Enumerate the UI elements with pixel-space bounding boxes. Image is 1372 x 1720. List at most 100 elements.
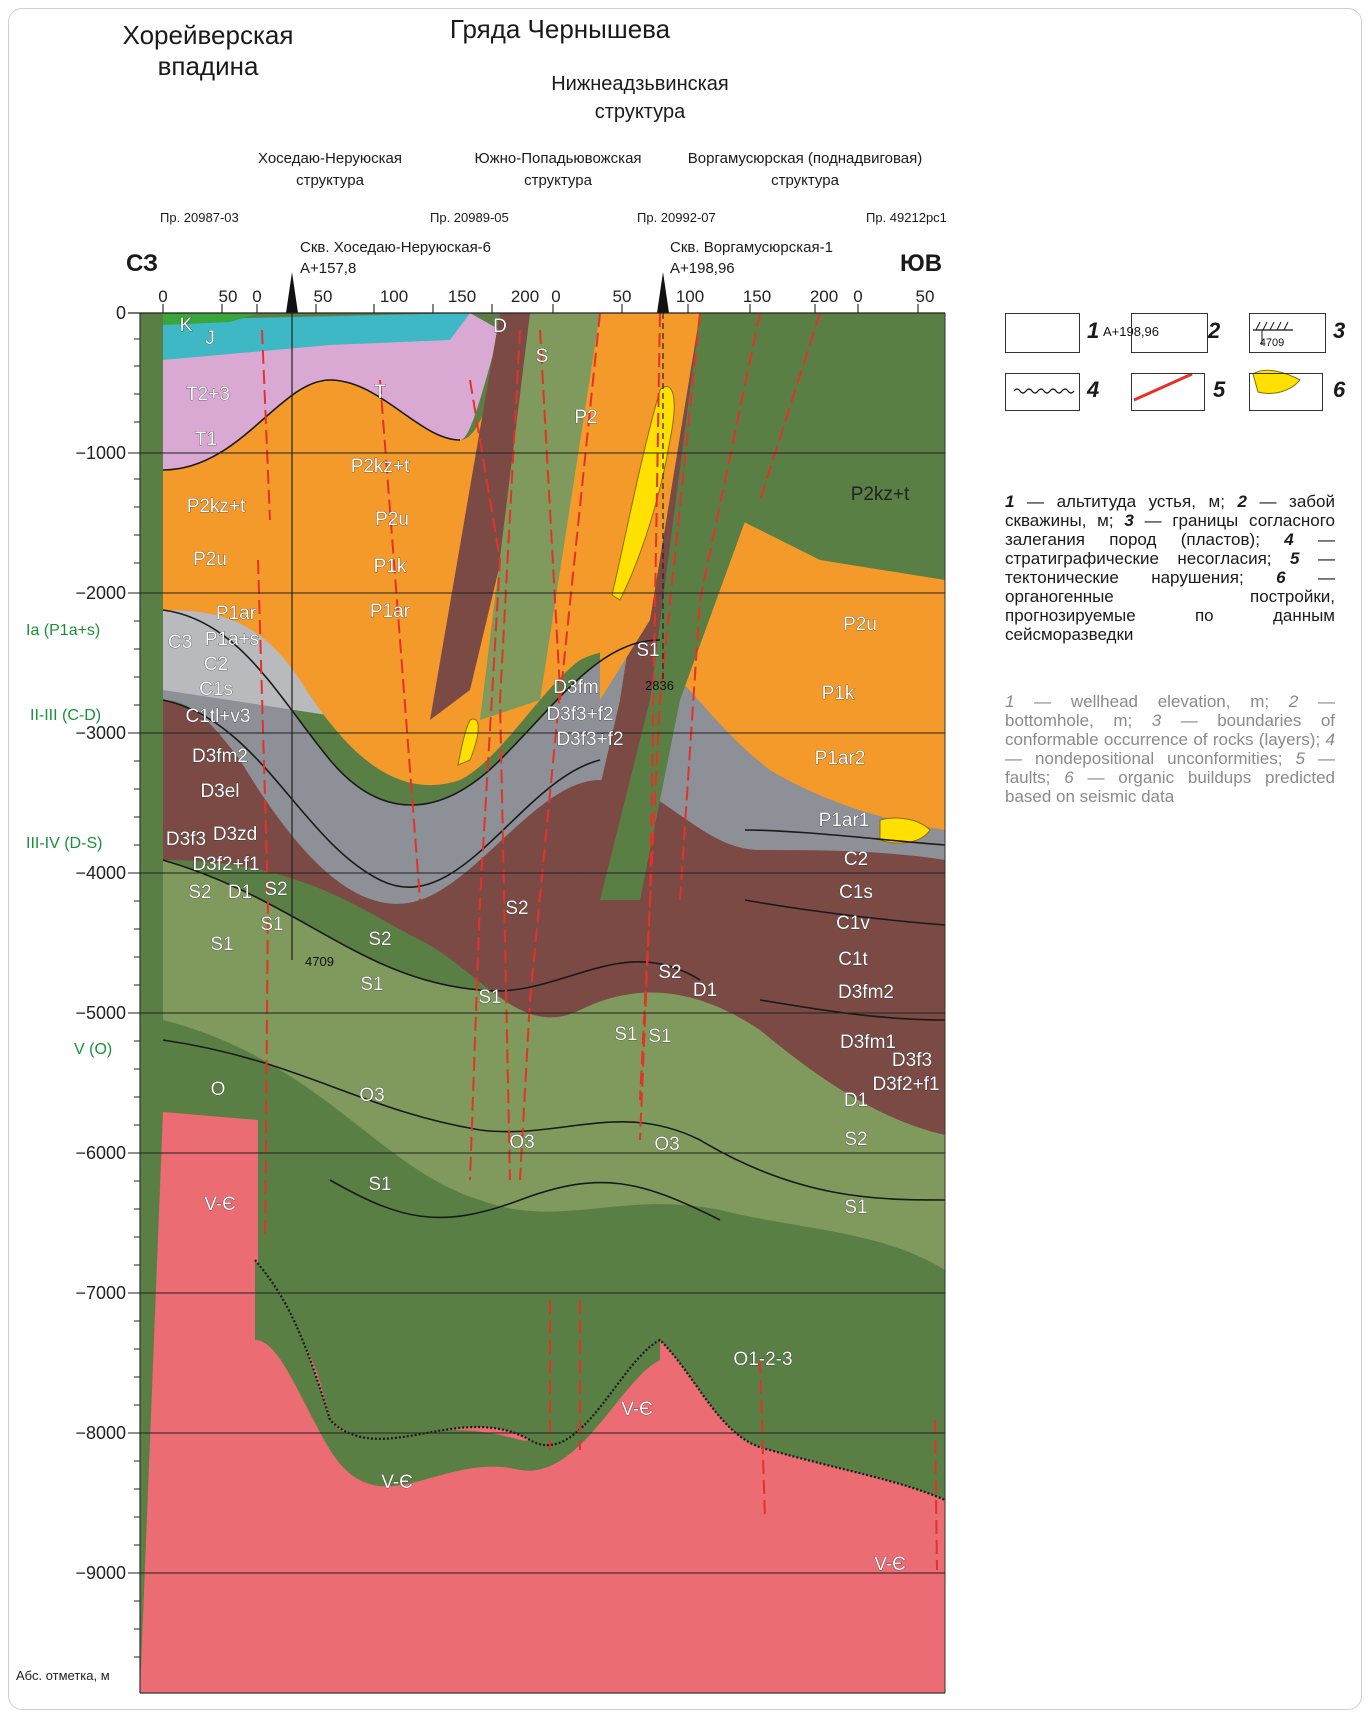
strat-label: P1ar1 <box>819 810 870 831</box>
strat-label: S1 <box>360 974 383 995</box>
legend-desc-text: — faults; <box>1005 749 1335 787</box>
depth-tick: −8000 <box>75 1423 126 1443</box>
strat-label: S1 <box>614 1024 637 1045</box>
strat-label: J <box>205 328 215 349</box>
legend-num: 5 <box>1213 377 1226 402</box>
legend-sample: 4709 <box>1260 337 1284 349</box>
strata <box>140 313 945 1693</box>
legend-desc-num: 3 <box>1124 511 1134 530</box>
khoreyver-line1: Хорейверская <box>122 20 294 50</box>
distance-tick: 200 <box>810 287 838 306</box>
strat-label: S <box>536 346 549 367</box>
depth-tick: −6000 <box>75 1143 126 1163</box>
strat-label: T2+3 <box>186 384 230 405</box>
structure-label: структура <box>296 172 364 189</box>
legend-desc-text: — органогенные постройки, прогнозируемые… <box>1005 568 1335 644</box>
distance-tick-labels: 0 50 0 50 100 150 200 0 50 100 150 200 0… <box>158 287 934 306</box>
legend-desc-num: 4 <box>1284 530 1294 549</box>
structure-label: Воргамусюрская (поднадвиговая) <box>687 150 923 167</box>
depth-tick: −7000 <box>75 1283 126 1303</box>
profile-label: Пр. 49212рс1 <box>866 210 947 225</box>
strat-label: P2u <box>843 614 877 635</box>
legend-desc-num: 5 <box>1295 749 1305 768</box>
strat-label: C3 <box>168 632 192 653</box>
direction-nw: СЗ <box>126 250 159 277</box>
strat-label: D3f3+f2 <box>556 729 623 750</box>
organic-buildup-icon <box>1252 369 1301 394</box>
strat-label: D1 <box>693 980 717 1001</box>
legend-box-3 <box>1249 313 1326 353</box>
legend-num: 1 <box>1087 318 1100 343</box>
strat-label: T <box>374 382 386 403</box>
strat-label: C1tl+v3 <box>186 706 251 727</box>
legend-description-ru: 1 — альтитуда устья, м; 2 — забой скважи… <box>1005 492 1335 644</box>
strat-label: D1 <box>228 882 252 903</box>
depth-tick: −2000 <box>75 583 126 603</box>
depth-tick: −3000 <box>75 723 126 743</box>
strat-label: O <box>211 1079 226 1100</box>
strat-label: P1k <box>822 683 855 704</box>
distance-tick: 0 <box>853 287 862 306</box>
strat-label: S2 <box>505 898 528 919</box>
strat-label: P2u <box>193 549 227 570</box>
distance-tick: 50 <box>613 287 632 306</box>
strat-label: D3el <box>200 781 239 802</box>
strat-label: D1 <box>844 1090 868 1111</box>
nizhneadzva-title: Нижнеадзьвинская структура <box>520 70 760 126</box>
legend-desc-num: 6 <box>1064 768 1074 787</box>
strat-label: V-Є <box>621 1399 653 1420</box>
depth-axis-label: Абс. отметка, м <box>16 1668 110 1683</box>
well-elevation: А+157,8 <box>300 260 357 277</box>
legend-desc-num: 5 <box>1290 549 1300 568</box>
nizhneadzva-line1: Нижнеадзьвинская <box>551 73 729 95</box>
strat-label: S1 <box>478 987 501 1008</box>
well-name: Скв. Хоседаю-Неруюская-6 <box>300 239 492 256</box>
distance-tick: 50 <box>314 287 333 306</box>
structure-yuzhno-popadyuvozh: Южно-Попадьювожская структура <box>458 148 658 192</box>
strat-label: O1-2-3 <box>733 1349 792 1370</box>
well-vorgamusyur: Скв. Воргамусюрская-1 А+198,96 <box>670 237 833 279</box>
strat-label: P1k <box>374 556 407 577</box>
distance-tick: 0 <box>551 287 560 306</box>
distance-tick: 100 <box>380 287 408 306</box>
strat-label: O3 <box>654 1134 679 1155</box>
legend-desc-num: 2 <box>1237 492 1247 511</box>
strat-label: D3zd <box>213 824 257 845</box>
well-name: Скв. Воргамусюрская-1 <box>670 239 833 256</box>
seismic-horizon-label: III-IV (D-S) <box>26 835 102 852</box>
strat-label: V-Є <box>204 1194 236 1215</box>
strat-label: S2 <box>844 1129 867 1150</box>
seismic-horizon-label: V (O) <box>74 1041 112 1058</box>
legend-desc-text: — organic buildups predicted based on se… <box>1005 768 1335 806</box>
structure-label: структура <box>524 172 592 189</box>
direction-se: ЮВ <box>900 250 943 277</box>
strat-label-p2kzt-right: P2kz+t <box>851 484 910 505</box>
legend-desc-text: — boundaries of conformable occurrence o… <box>1005 711 1336 749</box>
depth-tick: −9000 <box>75 1563 126 1583</box>
legend-desc-num: 4 <box>1325 730 1335 749</box>
nizhneadzva-line2: структура <box>594 101 686 123</box>
strat-label: O3 <box>509 1132 534 1153</box>
well-elevation: А+198,96 <box>670 260 735 277</box>
legend-box-1 <box>1005 313 1080 353</box>
strat-label: P2kz+t <box>351 456 410 477</box>
legend-desc-text: — bottomhole, m; <box>1005 692 1335 730</box>
strat-label: T1 <box>195 429 217 450</box>
profile-label: Пр. 20992-07 <box>637 210 716 225</box>
strat-label: D3f3 <box>892 1050 932 1071</box>
distance-scale <box>162 304 919 313</box>
strat-label: D3f2+f1 <box>192 854 259 875</box>
legend-desc-num: 1 <box>1005 692 1015 711</box>
structure-vorgamusyur: Воргамусюрская (поднадвиговая) структура <box>680 148 930 192</box>
depth-axis: 0 −1000 −2000 −3000 −4000 −5000 −6000 −7… <box>16 303 946 1694</box>
legend-num: 4 <box>1087 377 1100 402</box>
khoreyver-title: Хорейверская впадина <box>108 20 308 82</box>
profile-label: Пр. 20987-03 <box>160 210 239 225</box>
chernyshev-title: Гряда Чернышева <box>449 14 671 44</box>
legend-desc-num: 2 <box>1288 692 1299 711</box>
strat-label: O3 <box>359 1085 384 1106</box>
distance-tick: 200 <box>511 287 539 306</box>
legend-desc-text: — забой скважины, м; <box>1005 492 1335 530</box>
legend-box-5 <box>1131 373 1205 411</box>
distance-tick: 50 <box>219 287 238 306</box>
